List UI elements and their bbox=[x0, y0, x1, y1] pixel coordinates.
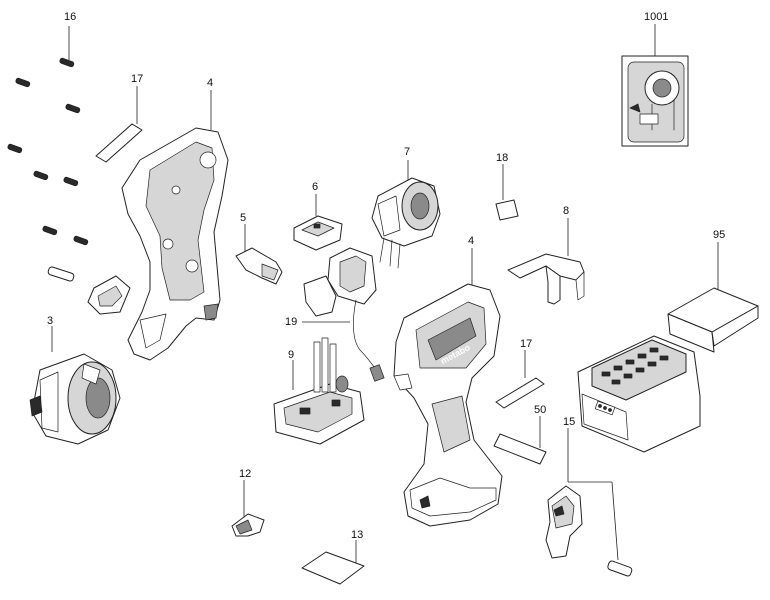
part-1001-rating-label: 1001 bbox=[621, 11, 689, 147]
label-17a: 17 bbox=[131, 73, 143, 85]
label-16: 16 bbox=[64, 11, 76, 23]
label-1001: 1001 bbox=[644, 11, 668, 23]
label-50: 50 bbox=[534, 404, 546, 416]
part-7-motor: 7 bbox=[371, 146, 441, 269]
label-18: 18 bbox=[496, 152, 508, 164]
part-4-housing-right-half: 4 metabo bbox=[393, 235, 503, 527]
part-50-label: 50 bbox=[493, 404, 547, 465]
label-4b: 4 bbox=[468, 235, 474, 247]
label-4a: 4 bbox=[207, 77, 213, 89]
label-7: 7 bbox=[404, 146, 410, 158]
label-8: 8 bbox=[563, 205, 569, 217]
part-17-label-strip-lower: 17 bbox=[495, 338, 545, 409]
small-pin-part bbox=[47, 266, 75, 282]
part-17-label-strip-upper: 17 bbox=[95, 73, 143, 163]
label-3: 3 bbox=[47, 315, 53, 327]
part-8-bracket: 8 bbox=[507, 205, 585, 305]
battery-pack bbox=[577, 335, 701, 453]
label-5: 5 bbox=[240, 212, 246, 224]
part-5-trigger-cover: 5 bbox=[235, 212, 283, 285]
part-3-impact-mechanism: 3 bbox=[29, 315, 121, 445]
label-6: 6 bbox=[312, 181, 318, 193]
label-9: 9 bbox=[288, 349, 294, 361]
part-12-clip: 12 bbox=[231, 468, 265, 537]
label-15: 15 bbox=[563, 416, 575, 428]
part-6-direction-switch: 6 bbox=[293, 181, 343, 251]
part-18-small-label: 18 bbox=[495, 152, 519, 221]
part-9-electronics-board: 9 bbox=[273, 337, 365, 445]
part-16-screws: 16 bbox=[7, 11, 89, 246]
part-95-cover-plate: 95 bbox=[667, 229, 759, 353]
part-4-housing-left-half: 4 bbox=[121, 77, 229, 361]
label-19: 19 bbox=[285, 316, 297, 328]
label-12: 12 bbox=[239, 468, 251, 480]
label-13: 13 bbox=[351, 529, 363, 541]
label-95: 95 bbox=[713, 229, 725, 241]
part-19-trigger-switch: 19 bbox=[285, 247, 385, 382]
part-15-belt-clip: 15 bbox=[545, 416, 633, 577]
part-13-label-sheet: 13 bbox=[301, 529, 365, 585]
label-17b: 17 bbox=[520, 338, 532, 350]
small-guide-part bbox=[87, 275, 131, 315]
